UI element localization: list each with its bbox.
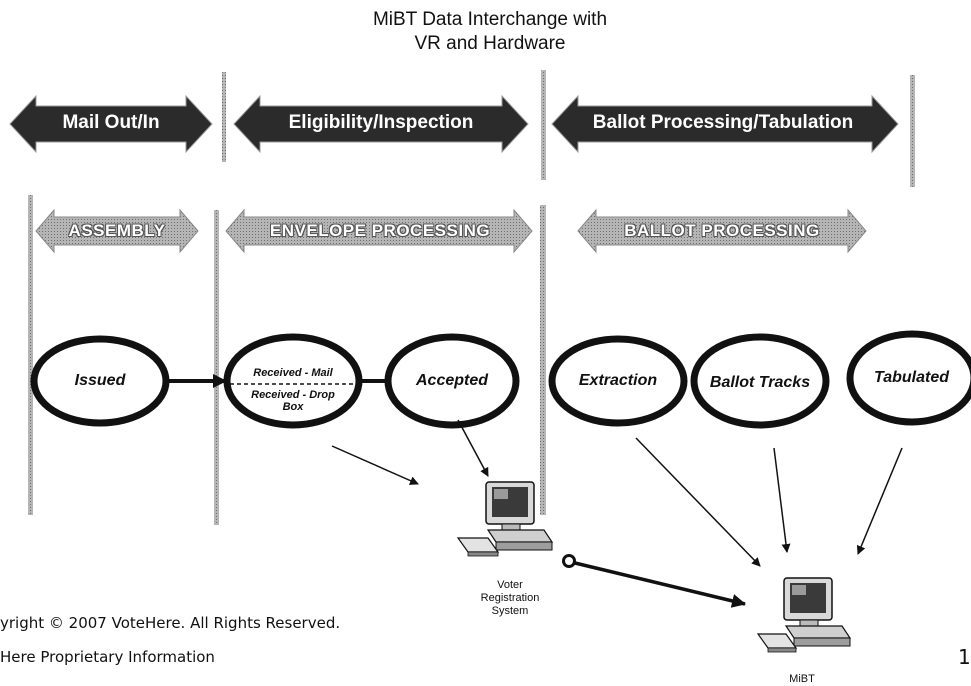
system-label-mibt: MiBT <box>789 673 815 685</box>
ellipse-tabulated <box>846 330 971 426</box>
diagram-title: MiBT Data Interchange with VR and Hardwa… <box>330 8 650 56</box>
state-issued: Issued <box>74 372 126 389</box>
state-accepted: Accepted <box>415 372 489 389</box>
ellipse-ballot-tracks <box>690 333 830 429</box>
separator-4 <box>910 75 915 187</box>
subphase-arrows <box>35 208 867 254</box>
subphase-label-assembly: ASSEMBLY <box>68 221 166 240</box>
flow-tabulated-to-mibt <box>856 447 903 555</box>
state-ellipses <box>30 330 971 429</box>
separator-3-top <box>541 70 546 180</box>
phase-arrow-mail <box>9 94 213 154</box>
footer-copyright: yright © 2007 VoteHere. All Rights Reser… <box>0 614 341 632</box>
ellipse-extraction <box>548 335 688 427</box>
phase-arrows <box>9 94 899 154</box>
state-tabulated: Tabulated <box>874 369 949 386</box>
subphase-label-ballot: BALLOT PROCESSING <box>624 221 820 240</box>
vr-connector-origin <box>562 554 576 568</box>
desktop-computer-icon <box>756 577 852 653</box>
flow-extraction-to-mibt <box>635 437 761 567</box>
state-extraction: Extraction <box>578 372 658 389</box>
title-line-1: MiBT Data Interchange with <box>372 9 608 30</box>
separator-2 <box>214 210 219 525</box>
page-number: 1 <box>958 645 971 669</box>
footer-proprietary: Here Proprietary Information <box>0 648 215 666</box>
phase-label-ballot: Ballot Processing/Tabulation <box>592 112 854 133</box>
separator-3 <box>540 205 546 515</box>
desktop-computer-icon <box>456 481 554 557</box>
subphase-arrow-ballot <box>577 208 867 254</box>
ellipse-accepted <box>384 333 520 429</box>
flow-ballot-tracks-to-mibt <box>773 447 791 553</box>
flow-accepted-to-vr <box>457 419 489 477</box>
flow-received-to-vr <box>331 445 419 485</box>
state-received-mail: Received - Mail <box>253 367 333 379</box>
system-label-voter-registration: Voter Registration System <box>480 579 540 617</box>
data-flow-arrows <box>331 419 903 608</box>
subphase-arrow-assembly <box>35 208 199 254</box>
subphase-arrow-envelope <box>225 208 533 254</box>
separator-1 <box>28 195 33 515</box>
phase-label-mail: Mail Out/In <box>62 112 160 133</box>
phase-label-eligibility: Eligibility/Inspection <box>288 112 474 133</box>
phase-arrow-eligibility <box>233 94 529 154</box>
state-ballot-tracks: Ballot Tracks <box>709 374 811 391</box>
phase-arrow-ballot <box>551 94 899 154</box>
ellipse-issued <box>30 335 170 427</box>
flow-vr-to-mibt <box>574 561 746 608</box>
phase-separators <box>28 70 915 525</box>
subphase-label-envelope: ENVELOPE PROCESSING <box>269 221 491 240</box>
separator-2-top <box>222 72 226 162</box>
state-received-drop-box: Received - Drop Box <box>251 389 335 413</box>
title-line-2: VR and Hardware <box>414 33 566 54</box>
ellipse-received <box>223 333 363 429</box>
